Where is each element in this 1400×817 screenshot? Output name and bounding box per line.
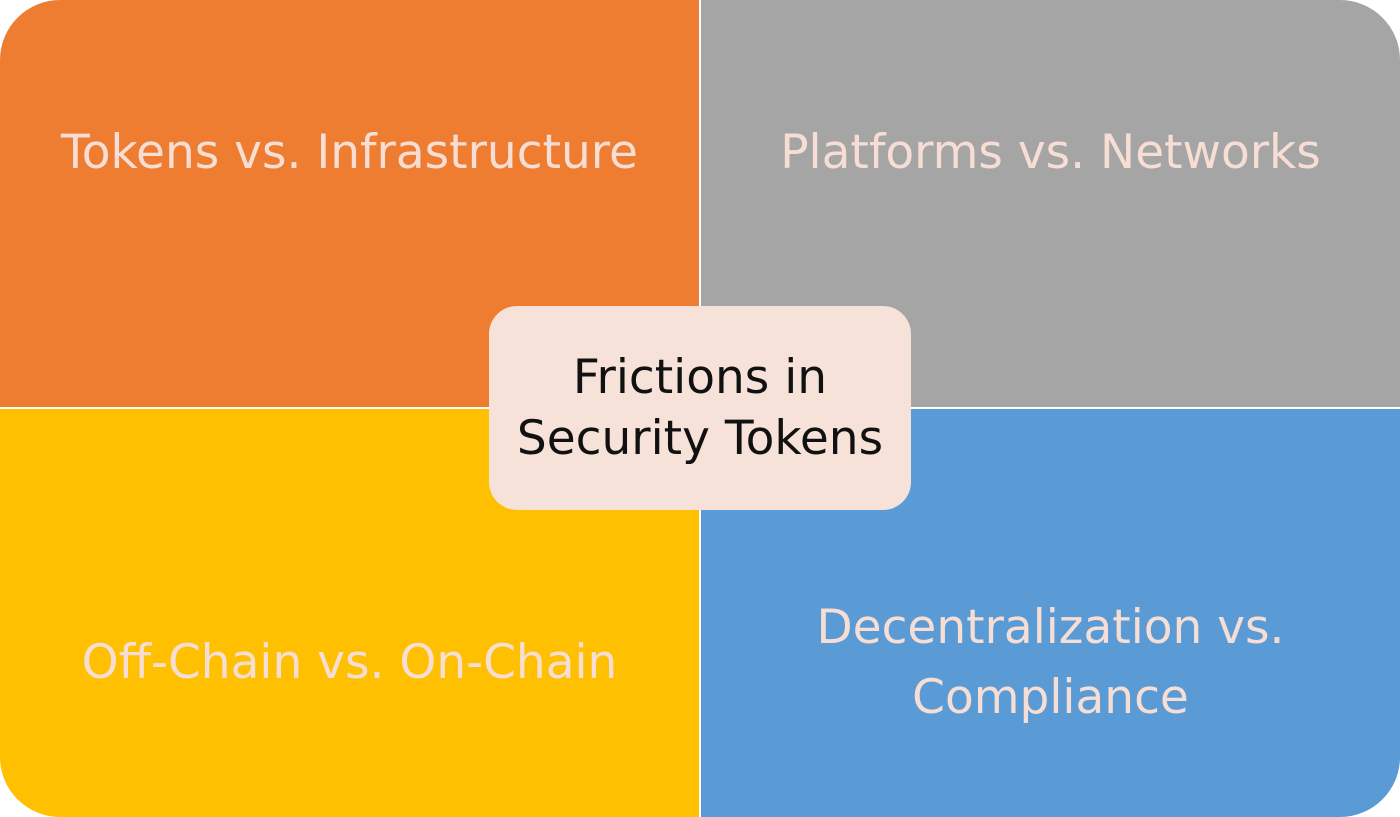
center-topic-label: Frictions in Security Tokens: [516, 349, 884, 466]
quadrant-tokens-vs-infrastructure: Tokens vs. Infrastructure: [0, 0, 699, 407]
quadrant-label: Decentralization vs. Compliance: [816, 599, 1285, 726]
quadrant-label: Tokens vs. Infrastructure: [61, 125, 638, 181]
center-topic-box: Frictions in Security Tokens: [489, 306, 911, 510]
quadrant-label: Platforms vs. Networks: [780, 125, 1321, 181]
quadrant-label: Off-Chain vs. On-Chain: [81, 634, 618, 690]
quadrant-off-chain-vs-on-chain: Off-Chain vs. On-Chain: [0, 409, 699, 817]
